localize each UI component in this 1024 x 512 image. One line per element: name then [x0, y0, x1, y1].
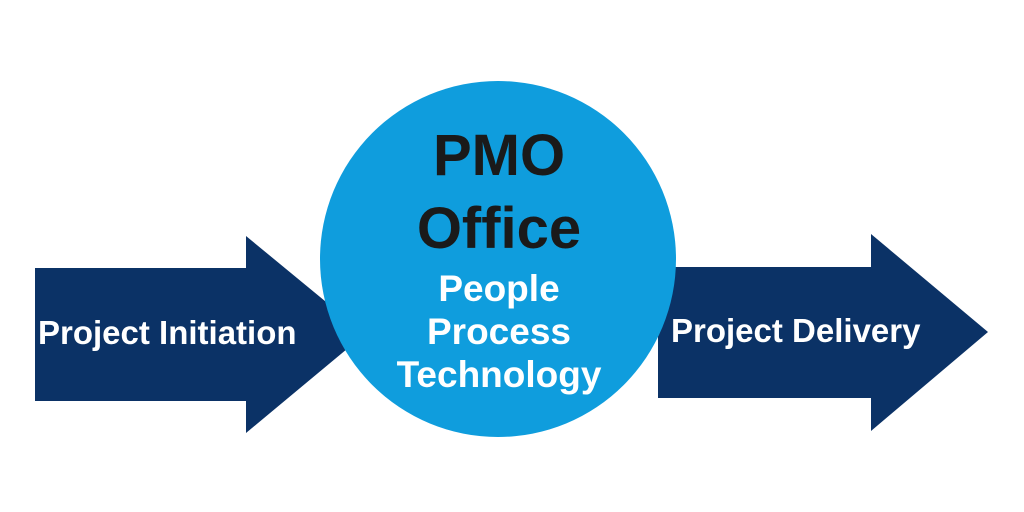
circle-item-process: Process — [427, 311, 571, 352]
project-delivery-label: Project Delivery — [671, 312, 921, 349]
project-initiation-label: Project Initiation — [38, 314, 297, 351]
left-arrow — [35, 236, 365, 433]
circle-item-technology: Technology — [396, 354, 602, 395]
circle-item-people: People — [438, 268, 560, 309]
pmo-circle — [320, 81, 676, 437]
circle-title-line-1: PMO — [432, 123, 566, 188]
circle-title-line-2: Office — [416, 196, 582, 261]
right-arrow — [658, 234, 988, 431]
